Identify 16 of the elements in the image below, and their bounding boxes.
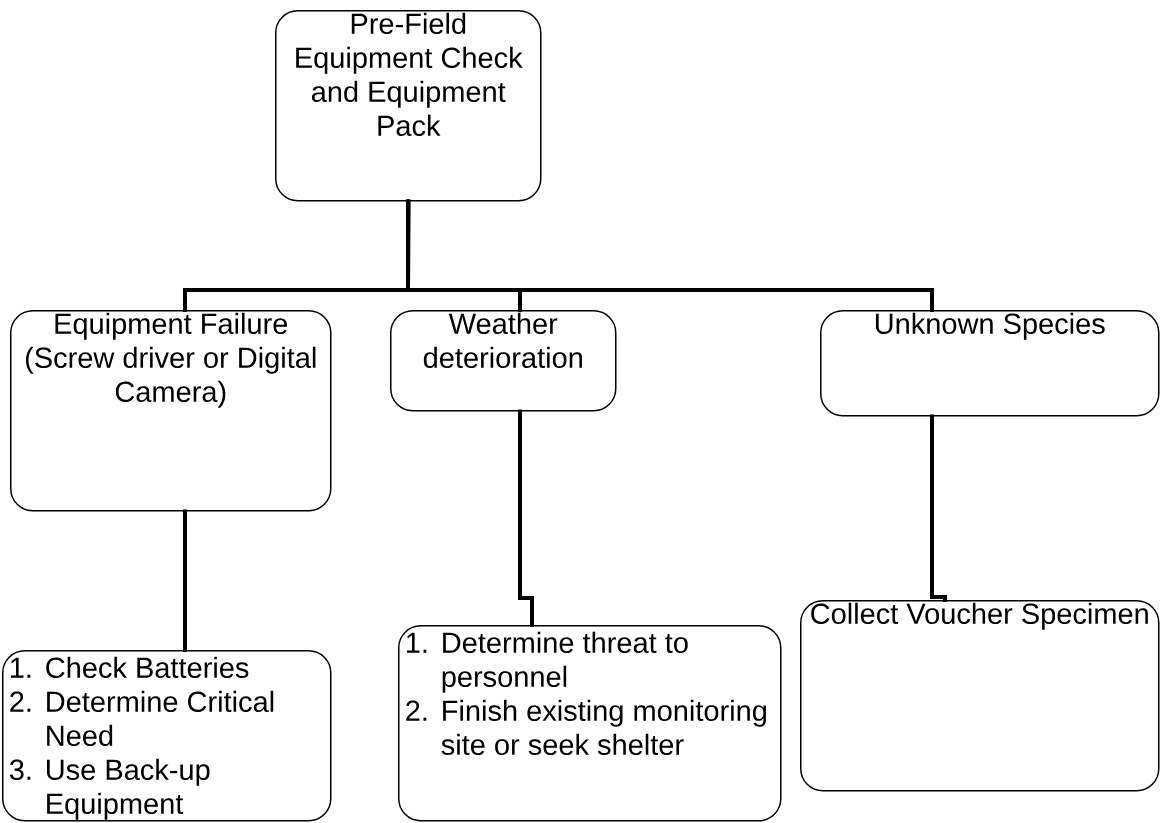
process-box bbox=[2, 650, 332, 822]
list-item: 1. Check Batteries bbox=[10, 656, 249, 679]
connector-line bbox=[518, 409, 534, 627]
list-item: 2. Determine Critical Need bbox=[10, 690, 274, 747]
process-box: Weather deterioration bbox=[390, 310, 617, 412]
connector-line bbox=[183, 509, 187, 652]
connector-line bbox=[406, 199, 934, 312]
process-box bbox=[398, 625, 782, 822]
process-box: Collect Voucher Specimen bbox=[800, 600, 1160, 792]
list-item: 2. Finish existing monitoring site or seek shelter bbox=[406, 699, 766, 756]
connector-line bbox=[930, 414, 947, 602]
process-box: Unknown Species bbox=[820, 310, 1160, 417]
process-box: Equipment Failure (Screw driver or Digital Camera) bbox=[10, 310, 332, 512]
list-item: 1. Determine threat to personnel bbox=[406, 631, 688, 693]
list-item: 3. Use Back-up Equipment bbox=[9, 758, 210, 820]
process-box: Pre-Field Equipment Check and Equipment Pack bbox=[275, 10, 542, 202]
